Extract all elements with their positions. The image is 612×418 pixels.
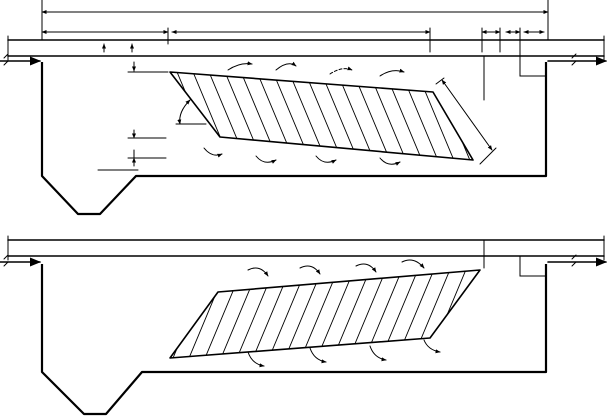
flow-arrow — [309, 347, 327, 364]
pipe-break — [3, 254, 9, 267]
dim-ext — [435, 77, 445, 85]
flow-arrow — [299, 265, 321, 275]
flow-arrow — [329, 66, 353, 75]
plate-hatch-line — [120, 260, 166, 370]
inclined-plate-pack — [104, 260, 481, 370]
plate-pack-outline — [169, 71, 474, 161]
pipe-break — [571, 254, 577, 267]
plate-pack-outline — [169, 269, 481, 359]
outlet-weir — [519, 255, 547, 277]
pipe-break — [3, 53, 9, 66]
plate-hatch-line — [476, 60, 522, 170]
dim-ext — [479, 147, 497, 165]
flow-arrow — [315, 155, 337, 164]
angle-dimension — [177, 99, 191, 125]
flow-arrow — [247, 351, 265, 368]
flow-arrow — [423, 339, 441, 354]
tank-wall — [40, 62, 548, 216]
pipe-break — [571, 53, 577, 66]
upper-flow-below — [203, 147, 401, 166]
plate-length-dimension — [441, 79, 493, 151]
flow-arrow — [369, 345, 387, 362]
flow-arrow — [203, 147, 223, 158]
flow-arrow — [401, 259, 425, 269]
flow-arrow — [379, 68, 405, 77]
plate-hatch-line — [104, 260, 150, 370]
inclined-plate-pack — [169, 60, 522, 170]
tank-wall — [40, 264, 548, 416]
lower-tank — [0, 235, 608, 416]
outlet-weir — [519, 55, 547, 77]
flow-arrow — [247, 267, 269, 277]
flow-arrow — [355, 263, 377, 273]
lower-flow-below — [247, 339, 441, 368]
upper-flow-above — [227, 61, 405, 77]
flow-arrow — [379, 157, 401, 166]
upper-tank — [0, 0, 608, 216]
flow-arrow — [275, 61, 297, 71]
flow-arrow — [255, 155, 277, 164]
flow-arrow — [227, 61, 253, 71]
lower-flow-above — [247, 259, 425, 277]
